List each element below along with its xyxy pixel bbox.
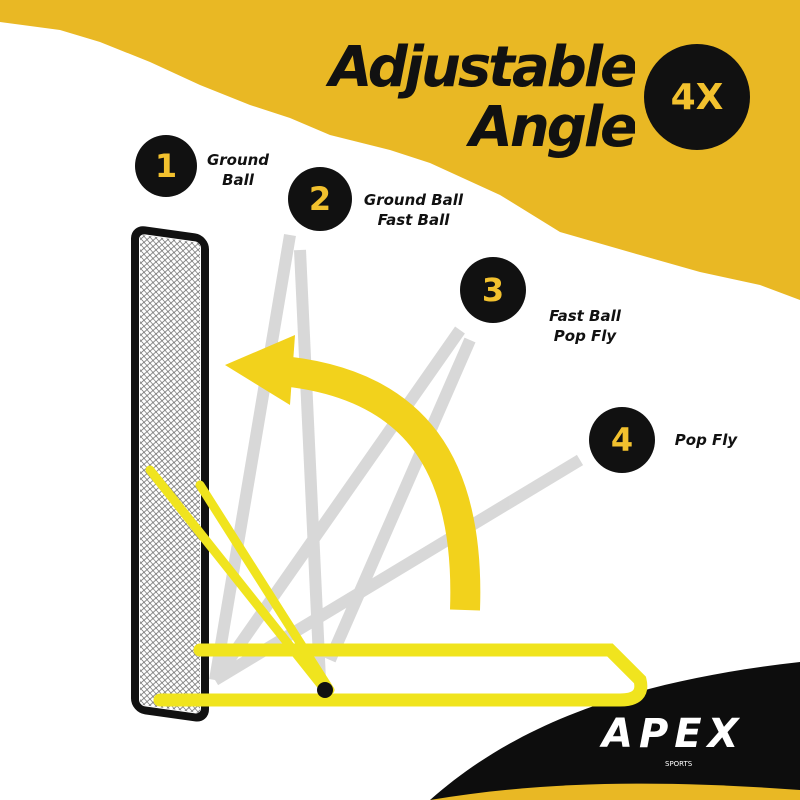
position-3-label: Fast Ball Pop Fly — [540, 306, 630, 346]
position-2-label: Ground Ball Fast Ball — [356, 190, 471, 230]
apex-logo-sub: SPORTS — [665, 760, 693, 768]
position-1-line1: Ground — [206, 151, 270, 169]
yellow-bottom-strip — [430, 783, 800, 800]
arrow-head — [225, 335, 295, 405]
position-2-number: 2 — [288, 167, 352, 231]
position-1-number: 1 — [135, 135, 197, 197]
curved-arrow — [268, 355, 481, 611]
position-4-line1: Pop Fly — [674, 431, 738, 449]
black-swoosh — [430, 662, 800, 800]
4x-badge: 4X — [644, 44, 750, 150]
rebounder-net — [131, 226, 209, 722]
position-3-number: 3 — [460, 257, 526, 323]
headline-line2: Angle — [469, 95, 635, 158]
position-1-line2: Ball — [222, 171, 254, 189]
ghost-frames — [209, 234, 584, 686]
headline: Adjustable Angle — [230, 38, 635, 158]
position-2-line1: Ground Ball — [363, 191, 464, 209]
yellow-base — [145, 465, 648, 707]
yellow-torn-banner — [0, 0, 800, 300]
position-4-number: 4 — [589, 407, 655, 473]
position-3-line1: Fast Ball — [549, 307, 621, 325]
position-4-label: Pop Fly — [666, 430, 746, 450]
apex-logo: APEX — [602, 711, 745, 757]
position-3-line2: Pop Fly — [553, 327, 617, 345]
position-1-label: Ground Ball — [202, 150, 274, 190]
headline-line1: Adjustable — [329, 38, 635, 100]
position-2-line2: Fast Ball — [377, 211, 450, 229]
